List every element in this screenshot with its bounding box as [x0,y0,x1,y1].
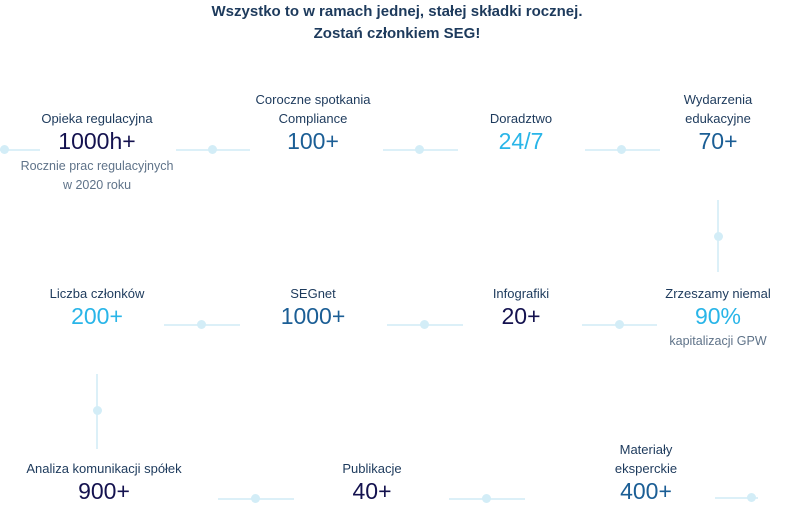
stat-label: eksperckie [614,461,678,476]
page-heading: Wszystko to w ramach jednej, stałej skła… [0,1,794,45]
stat-label: edukacyjne [685,111,751,126]
stat-label [608,265,794,284]
stat-label [0,440,224,459]
stat-publikacje: Publikacje 40+ [262,440,482,507]
stat-label: Coroczne spotkania [255,92,371,107]
stat-label [411,265,631,284]
stat-materialy-eksperckie: Materiały eksperckie 400+ [536,440,756,507]
stat-label [411,90,631,109]
stat-label [203,265,423,284]
stat-label: Infografiki [492,286,550,301]
heading-line-1: Wszystko to w ramach jednej, stałej skła… [211,3,583,20]
stat-label [262,440,482,459]
stat-label: Liczba członków [49,286,145,301]
stat-value: 200+ [71,303,123,329]
heading-line-2: Zostań członkiem SEG! [313,25,481,42]
stat-subtext: Rocznie prac regulacyjnych [20,159,174,173]
stat-label: Publikacje [342,461,402,476]
stat-value: 90% [694,303,742,329]
stat-label [0,265,207,284]
stat-segnet: SEGnet 1000+ [203,265,423,332]
stat-zrzeszamy: Zrzeszamy niemal 90% kapitalizacji GPW [608,265,794,351]
stat-liczba-czlonkow: Liczba członków 200+ [0,265,207,332]
stat-label: Compliance [278,111,348,126]
stat-label: Materiały [619,442,673,457]
stat-value: 40+ [352,478,392,504]
stat-doradztwo: Doradztwo 24/7 [411,90,631,157]
stat-label: Opieka regulacyjna [41,111,153,126]
stat-wydarzenia: Wydarzenia edukacyjne 70+ [608,90,794,157]
stat-value: 20+ [501,303,541,329]
stat-value: 24/7 [498,128,544,154]
stat-label: Zrzeszamy niemal [665,286,771,301]
stat-label: Analiza komunikacji spółek [26,461,182,476]
stat-value: 100+ [287,128,339,154]
stat-value: 400+ [620,478,672,504]
stat-coroczne-spotkania: Coroczne spotkania Compliance 100+ [203,90,423,157]
stat-infografiki: Infografiki 20+ [411,265,631,332]
stat-subtext: w 2020 roku [62,178,132,192]
stat-label: Wydarzenia [683,92,753,107]
stat-value: 1000h+ [58,128,136,154]
stat-value: 70+ [698,128,738,154]
stat-label: Doradztwo [489,111,553,126]
stat-value: 900+ [78,478,130,504]
stat-label: SEGnet [290,286,336,301]
stat-subtext: kapitalizacji GPW [669,334,767,348]
stat-opieka-regulacyjna: Opieka regulacyjna 1000h+ Rocznie prac r… [0,90,207,195]
stat-value: 1000+ [280,303,346,329]
stat-label [0,90,207,109]
stat-analiza-komunikacji: Analiza komunikacji spółek 900+ [0,440,224,507]
